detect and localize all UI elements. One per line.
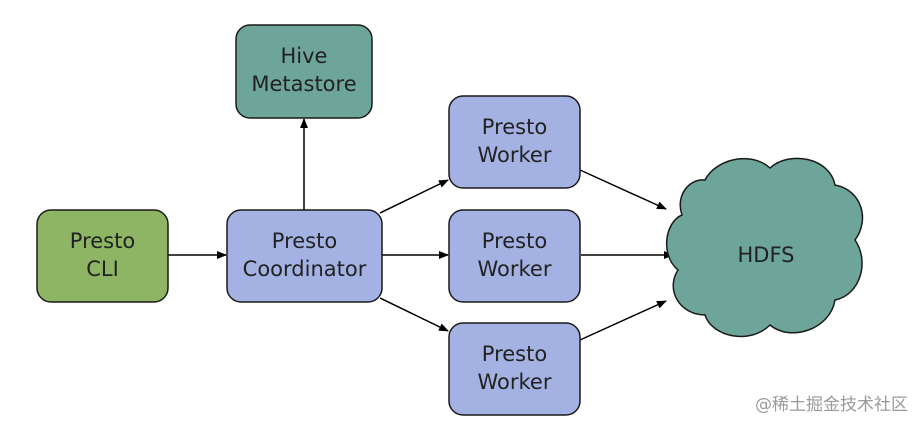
node-coordinator-line2: Coordinator xyxy=(243,257,367,281)
node-worker-mid-line1: Presto xyxy=(482,229,547,253)
node-worker-top-line2: Worker xyxy=(478,143,552,167)
node-presto-worker-bottom: Presto Worker xyxy=(448,322,581,416)
arrow-worker-top-to-hdfs xyxy=(579,169,667,210)
edges xyxy=(168,118,674,341)
node-worker-bottom-line2: Worker xyxy=(478,370,552,394)
watermark-text: @稀土掘金技术社区 xyxy=(755,395,908,415)
node-presto-coordinator: Presto Coordinator xyxy=(226,209,383,303)
node-presto-cli-line2: CLI xyxy=(86,257,119,281)
hdfs-cloud-shape xyxy=(665,157,864,338)
node-hive-metastore: Hive Metastore xyxy=(235,24,373,119)
node-worker-top-line1: Presto xyxy=(482,115,547,139)
arrow-worker-bottom-to-hdfs xyxy=(579,300,667,341)
node-coordinator-line1: Presto xyxy=(272,229,337,253)
node-presto-cli-line1: Presto xyxy=(70,229,135,253)
arrow-coordinator-to-worker-bottom xyxy=(379,297,449,332)
node-metastore-line2: Metastore xyxy=(251,72,356,96)
arrow-coordinator-to-worker-top xyxy=(379,179,449,214)
node-hdfs: HDFS xyxy=(665,157,864,338)
node-hdfs-label: HDFS xyxy=(737,243,794,267)
node-worker-mid-line2: Worker xyxy=(478,257,552,281)
node-presto-cli: Presto CLI xyxy=(36,209,169,303)
node-presto-worker-top: Presto Worker xyxy=(448,95,581,189)
node-metastore-line1: Hive xyxy=(281,44,328,68)
node-presto-worker-mid: Presto Worker xyxy=(448,209,581,303)
node-worker-bottom-line1: Presto xyxy=(482,342,547,366)
